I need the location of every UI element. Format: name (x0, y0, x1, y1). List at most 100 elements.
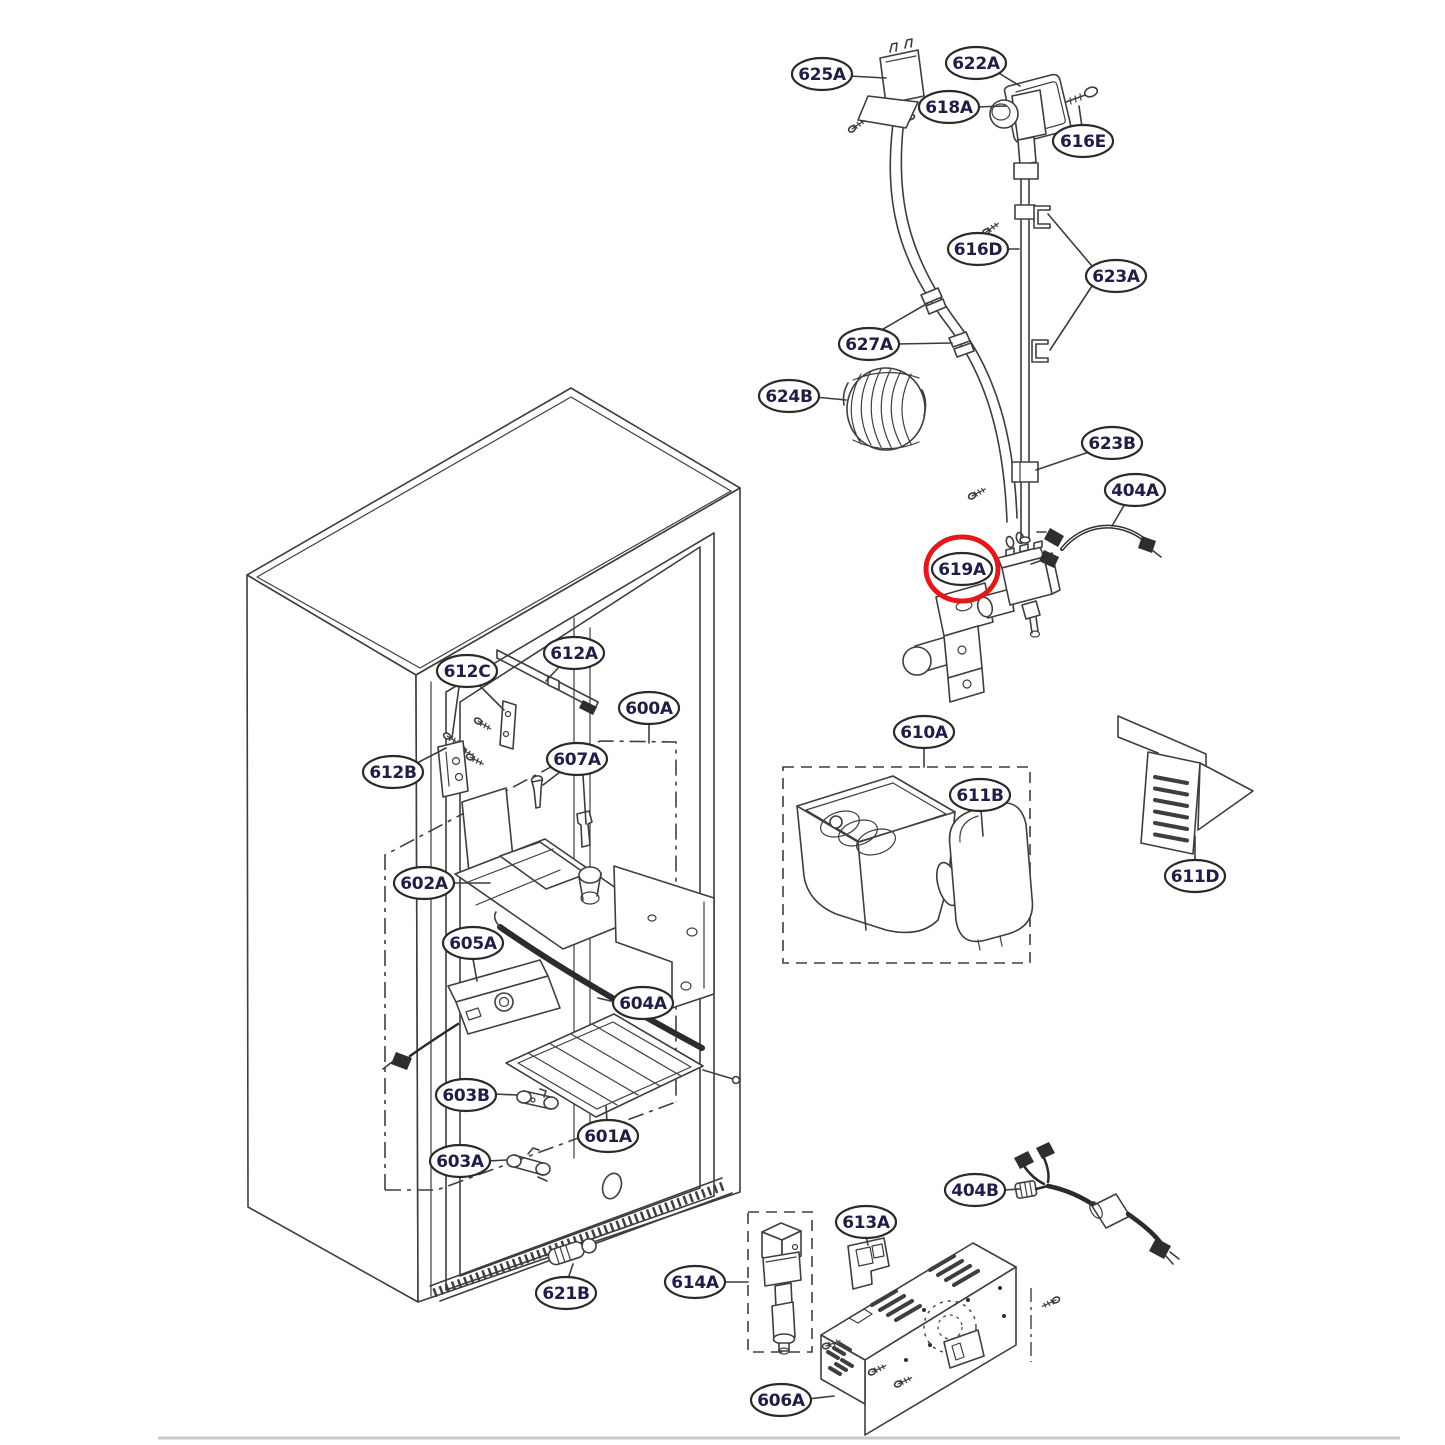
label-text-612A: 612A (550, 644, 599, 664)
part-619A-water-valve (902, 540, 1061, 703)
label-oval-603B (434, 1077, 498, 1113)
label-text-625A: 625A (798, 65, 847, 85)
leader-line-605A (472, 958, 478, 982)
label-oval-612C (435, 653, 499, 689)
label-oval-404B (943, 1172, 1007, 1208)
part-label-616D: 616D (946, 231, 1010, 267)
label-oval-605A (441, 925, 505, 961)
label-oval-625A (790, 56, 854, 92)
part-label-613A: 613A (834, 1204, 898, 1240)
part-labels: 625A622A618A616E616D623A627A624B623B404A… (361, 45, 1227, 1418)
label-text-621B: 621B (542, 1284, 589, 1304)
part-label-624B: 624B (757, 378, 821, 414)
part-624B-tubing-coil (842, 367, 927, 451)
label-oval-618A (917, 89, 981, 125)
leader-lines (416, 71, 1196, 1400)
highlight-ring-619A (923, 534, 1001, 604)
part-label-603A: 603A (428, 1143, 492, 1179)
label-text-616D: 616D (954, 240, 1003, 260)
part-label-611D: 611D (1163, 858, 1227, 894)
part-label-404B: 404B (943, 1172, 1007, 1208)
label-oval-612A (542, 635, 606, 671)
label-text-404A: 404A (1111, 481, 1160, 501)
leader-line-623B (1035, 451, 1090, 471)
part-label-605A: 605A (441, 925, 505, 961)
label-oval-600A (617, 690, 681, 726)
part-616E-screw (1065, 86, 1099, 105)
part-404B-harness (1014, 1142, 1180, 1265)
label-oval-602A (392, 865, 456, 901)
label-text-622A: 622A (952, 54, 1001, 74)
part-613A-clip (847, 1237, 890, 1290)
label-text-618A: 618A (925, 98, 974, 118)
label-text-600A: 600A (625, 699, 674, 719)
label-text-604A: 604A (619, 994, 668, 1014)
part-label-627A: 627A (837, 326, 901, 362)
label-text-603B: 603B (442, 1086, 489, 1106)
label-text-623B: 623B (1088, 434, 1135, 454)
part-label-616E: 616E (1051, 123, 1115, 159)
part-label-619A: 619A (923, 534, 1001, 604)
label-text-605A: 605A (449, 934, 498, 954)
label-oval-623A (1084, 258, 1148, 294)
label-oval-623B (1080, 425, 1144, 461)
part-612B-bracket (437, 740, 486, 798)
label-oval-616E (1051, 123, 1115, 159)
label-oval-612B (361, 754, 425, 790)
part-603A-link (506, 1147, 551, 1182)
leader-line-618A (974, 105, 1007, 108)
label-text-627A: 627A (845, 335, 894, 355)
label-oval-610A (892, 714, 956, 750)
label-text-616E: 616E (1060, 132, 1106, 152)
label-text-614A: 614A (671, 1273, 720, 1293)
label-text-610A: 610A (900, 723, 949, 743)
label-text-607A: 607A (553, 750, 602, 770)
label-text-619A: 619A (938, 560, 987, 580)
label-text-612C: 612C (444, 662, 491, 682)
assembly-boundary-600A (384, 740, 677, 1191)
label-oval-404A (1103, 472, 1167, 508)
part-621B-coupler (547, 1238, 597, 1266)
label-oval-606A (749, 1382, 813, 1418)
part-611B-auger-motor-cover (935, 802, 1034, 951)
leader-line-603B (493, 1093, 518, 1096)
part-label-603B: 603B (434, 1077, 498, 1113)
part-label-600A: 600A (617, 690, 681, 726)
leader-line-622A (996, 71, 1021, 87)
leader-line-611B (980, 809, 984, 837)
leader-line-612A (545, 665, 561, 682)
part-label-625A: 625A (790, 56, 854, 92)
part-label-601A: 601A (576, 1118, 640, 1154)
part-611D-vented-cover (1117, 715, 1254, 855)
part-601A-ice-tray (505, 1013, 741, 1118)
label-text-611D: 611D (1171, 867, 1220, 887)
label-text-404B: 404B (951, 1181, 998, 1201)
part-label-621B: 621B (534, 1275, 598, 1311)
leader-line-627A (877, 302, 929, 333)
part-label-614A: 614A (663, 1264, 727, 1300)
part-label-602A: 602A (392, 865, 456, 901)
part-612C-bracket-screws (441, 700, 517, 761)
label-oval-604A (611, 985, 675, 1021)
label-oval-601A (576, 1118, 640, 1154)
part-label-612B: 612B (361, 754, 425, 790)
label-oval-621B (534, 1275, 598, 1311)
part-605A-controller (382, 959, 561, 1070)
part-label-623B: 623B (1080, 425, 1144, 461)
leader-line-624B (814, 396, 847, 401)
leader-line-606A (807, 1395, 835, 1400)
label-oval-611D (1163, 858, 1227, 894)
leader-line-612B (416, 747, 447, 764)
part-label-618A: 618A (917, 89, 981, 125)
leader-line-601A (605, 1105, 608, 1122)
assembly-boundary-614A (747, 1211, 813, 1353)
part-606A-control-plate (820, 1242, 1062, 1436)
label-text-606A: 606A (757, 1391, 806, 1411)
part-label-611B: 611B (948, 777, 1012, 813)
label-text-601A: 601A (584, 1127, 633, 1147)
part-604A-harness (493, 911, 705, 1051)
label-text-624B: 624B (765, 387, 812, 407)
part-label-612C: 612C (435, 653, 499, 689)
part-610A-ice-bin (796, 775, 956, 934)
